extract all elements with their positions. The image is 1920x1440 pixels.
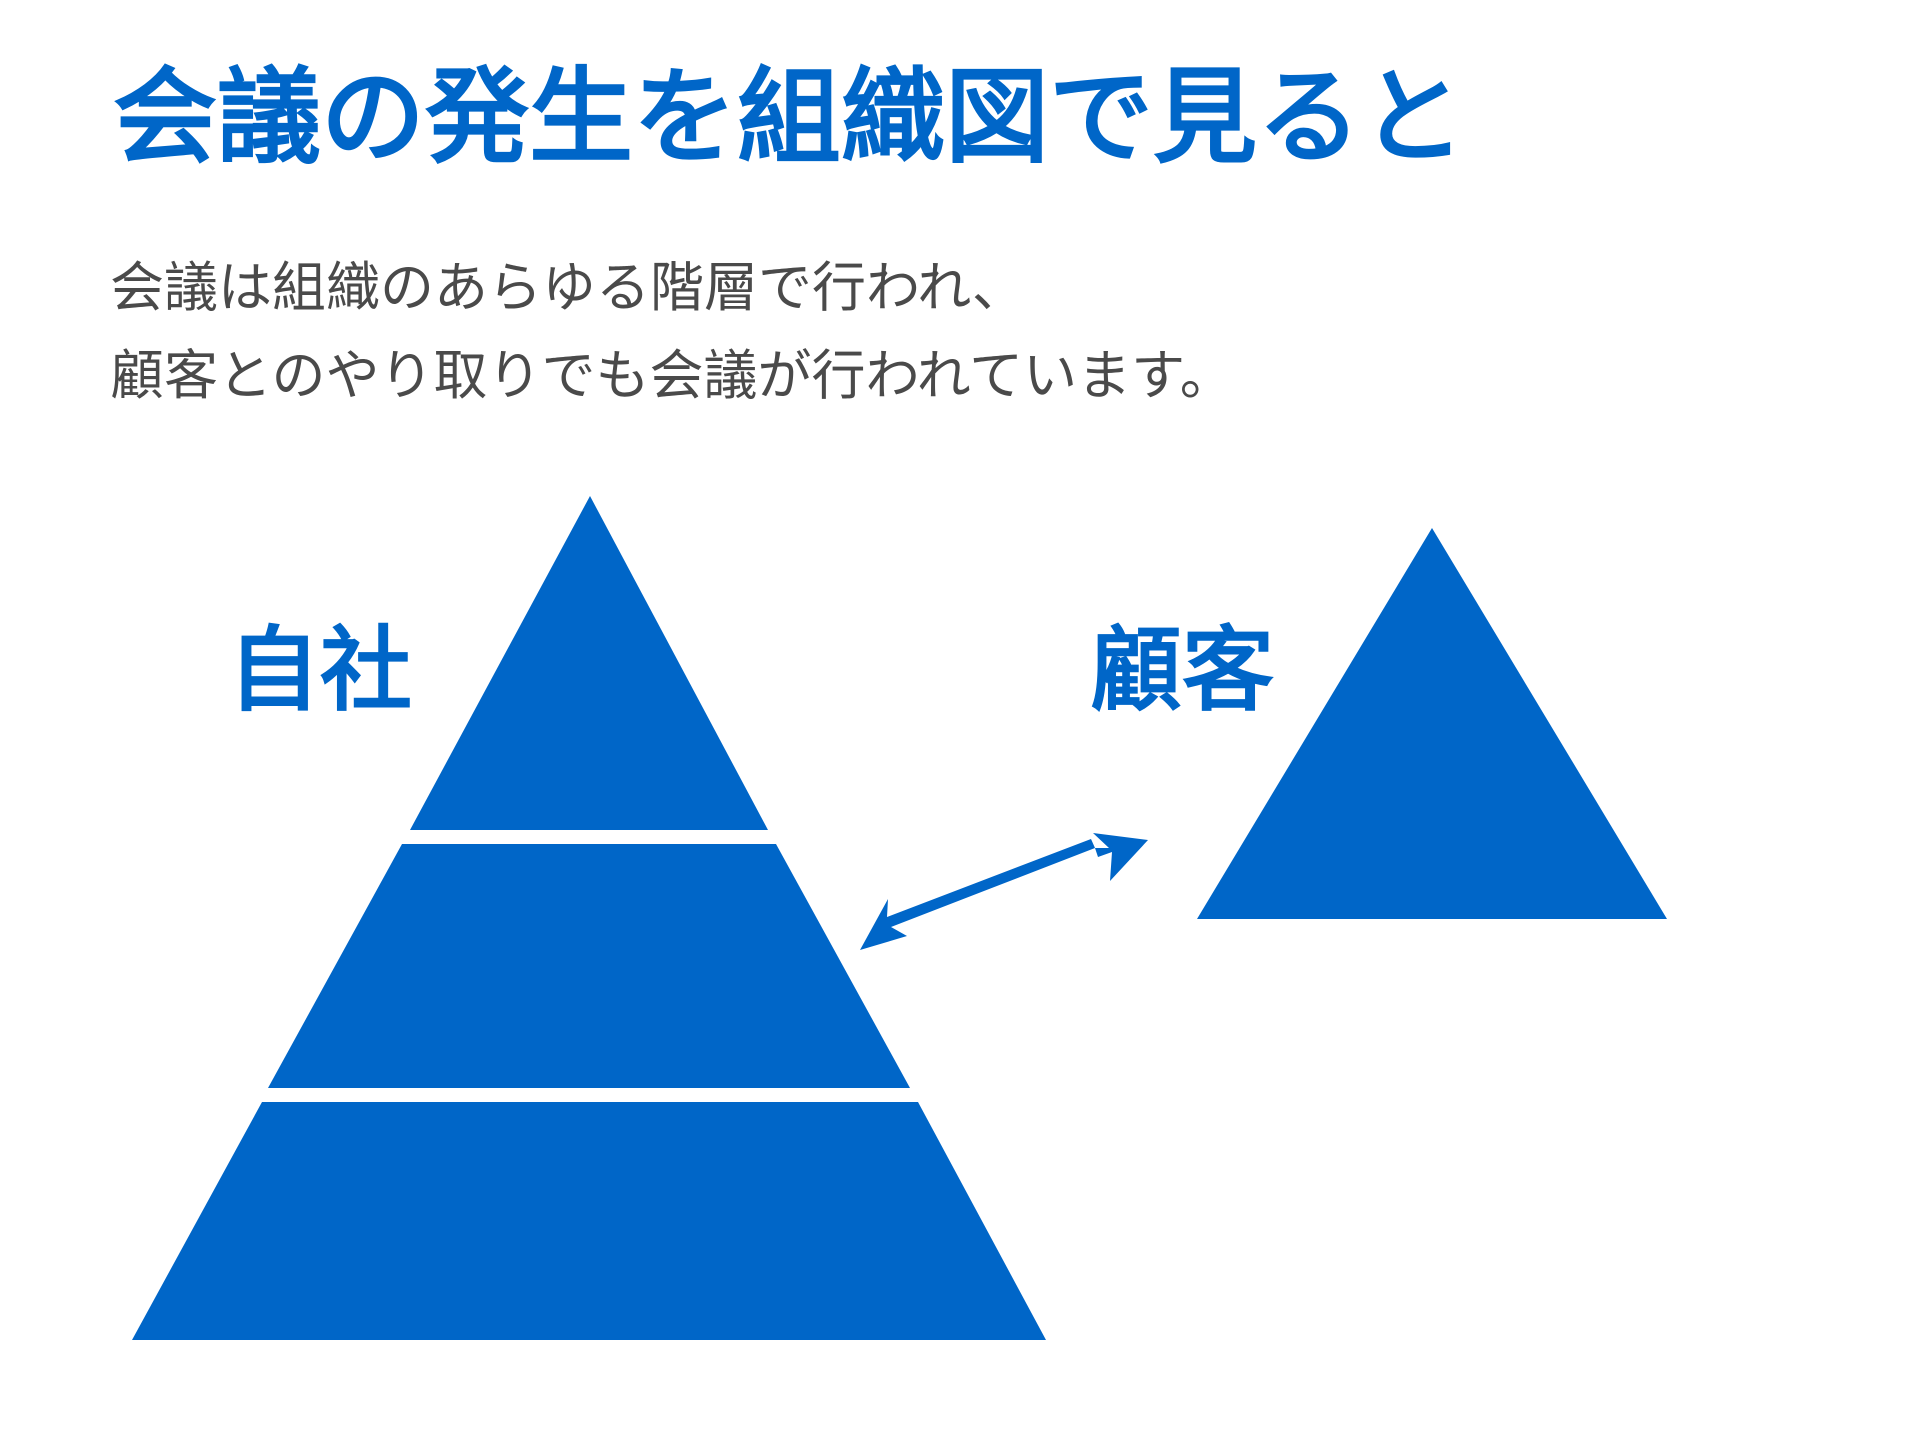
customer-pyramid — [1197, 528, 1667, 919]
subtitle-line-2: 顧客とのやり取りでも会議が行われています。 — [110, 344, 1234, 407]
customer-label: 顧客 — [1090, 617, 1275, 724]
company-label: 自社 — [228, 617, 413, 724]
company-pyramid-bottom-tier — [132, 1102, 1046, 1340]
company-pyramid — [132, 496, 1046, 1340]
page-title: 会議の発生を組織図で見ると — [113, 56, 1466, 178]
subtitle-line-1: 会議は組織のあらゆる階層で行われ、 — [110, 256, 1026, 319]
double-arrow-icon — [860, 839, 1095, 950]
company-pyramid-top-tier — [410, 496, 768, 830]
double-arrow-head-right — [1093, 833, 1148, 881]
subtitle: 会議は組織のあらゆる階層で行われ、 顧客とのやり取りでも会議が行われています。 — [110, 244, 1234, 420]
customer-pyramid-tier — [1197, 528, 1667, 919]
bidirectional-arrow — [860, 833, 1148, 950]
company-pyramid-middle-tier — [268, 844, 910, 1088]
